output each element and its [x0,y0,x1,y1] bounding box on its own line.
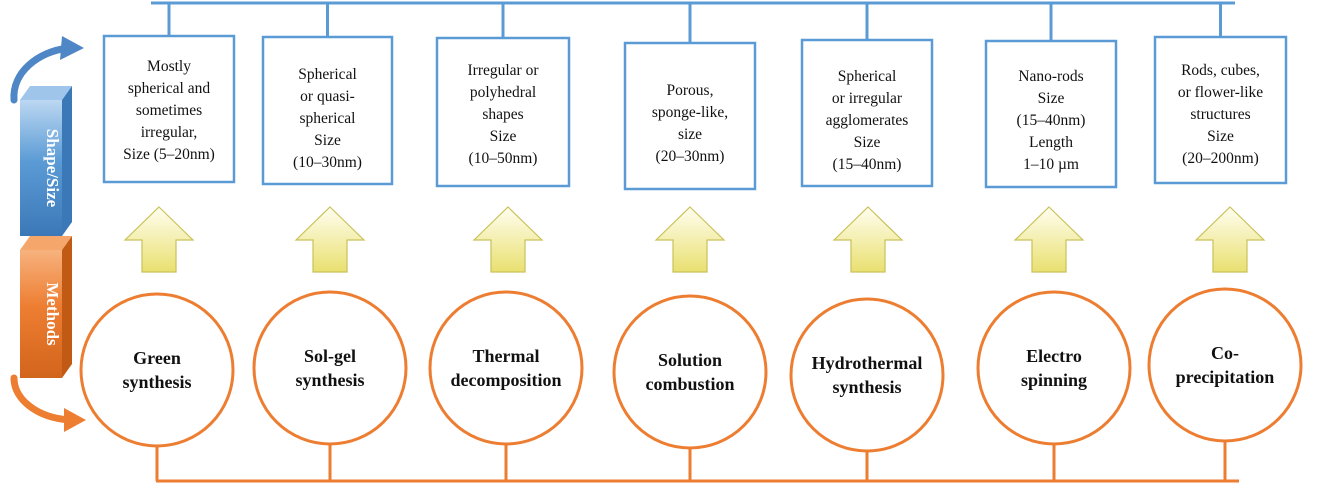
method-name-text: synthesis [832,377,901,397]
shape-size-box: Mostly spherical and sometimes irregular, Si… [102,34,236,184]
top-connector-lines [151,1,1235,43]
shape-size-text: Spherical [298,66,357,83]
curved-arrow-down-icon [10,374,86,432]
shape-size-text: 1–10 µm [1023,156,1079,173]
shape-size-text: (10–30nm) [293,154,362,171]
shape-size-text: Size (5–20nm) [123,146,215,163]
shape-size-text: (20–200nm) [1182,150,1259,167]
methods-label: Methods [43,282,62,346]
method-name-text: Co- [1211,343,1239,363]
shape-size-box: Porous, sponge-like, size (20–30nm) [623,41,757,191]
shape-size-text: (20–30nm) [656,148,725,165]
method-name-text: Green [133,348,181,368]
method-name-text: combustion [645,374,734,394]
shape-size-box: Rods, cubes, or flower-like structuresSize… [1153,35,1288,185]
method-columns: Mostly spherical and sometimes irregular, Si… [79,34,1303,453]
shape-size-text: Porous, [667,82,714,99]
method-column: Mostly spherical and sometimes irregular, Si… [79,34,236,448]
method-name-text: Sol-gel [304,346,356,366]
method-circle: Green synthesis [79,292,235,448]
method-circle: Electro spinning [976,290,1132,446]
shape-size-text: Nano-rods [1018,68,1083,85]
up-arrow-icon [1013,206,1085,273]
method-name-text: synthesis [295,370,364,390]
shape-size-text: or flower-like [1178,84,1263,101]
method-name-text: precipitation [1176,367,1275,387]
up-arrow-icon [294,206,366,273]
shape-size-text: Irregular or [468,62,540,79]
shape-size-text: spherical and [128,80,210,97]
shape-size-text: size [678,126,702,143]
bottom-connector-lines [155,441,1239,483]
shape-size-text: structures [1190,106,1250,123]
shape-size-text: Mostly [147,58,191,75]
shape-size-text: Length [1029,134,1073,151]
shape-size-label-bar: Shape/Size [20,86,72,236]
shape-size-text: polyhedral [470,84,536,101]
shape-size-text: spherical [300,110,356,127]
method-circle: Hydrothermal synthesis [789,297,945,453]
methods-label-bar: Methods [20,236,72,378]
shape-size-text: Size [314,132,341,149]
method-column: Porous, sponge-like, size (20–30nm) Solution… [612,41,768,450]
up-arrow-icon [654,206,726,273]
method-circle: Thermal decomposition [428,290,584,446]
method-name-text: Electro [1026,346,1082,366]
method-circle: Co-precipitation [1147,287,1303,443]
shape-size-text: Size [1207,128,1234,145]
up-arrow-icon [472,206,544,273]
method-name-text: synthesis [122,372,191,392]
method-name-text: Solution [658,350,722,370]
shape-size-text: Size [854,134,881,151]
shape-size-text: Size [490,128,517,145]
method-column: Rods, cubes, or flower-like structuresSize… [1147,35,1303,443]
method-circle: Sol-gel synthesis [252,290,408,446]
shape-size-text: or quasi- [300,88,355,105]
shape-size-text: shapes [482,106,523,123]
shape-size-text: (15–40nm) [833,156,902,173]
shape-size-text: agglomerates [826,112,909,129]
up-arrow-icon [832,206,904,273]
up-arrow-icon [1194,206,1266,273]
shape-size-label: Shape/Size [43,129,62,208]
shape-size-text: irregular, [141,124,198,141]
method-name-text: Hydrothermal [812,353,923,373]
method-circle: Solution combustion [612,294,768,450]
shape-size-text: or irregular [832,90,903,107]
shape-size-text: (10–50nm) [469,150,538,167]
shape-size-text: (15–40nm) [1017,112,1086,129]
shape-size-text: sometimes [136,102,202,119]
method-name-text: Thermal [473,346,540,366]
shape-size-text: Rods, cubes, [1181,62,1260,79]
curved-arrow-up-icon [10,36,84,104]
up-arrow-icon [123,206,195,273]
shape-size-text: Size [1038,90,1065,107]
method-name-text: decomposition [450,370,561,390]
shape-size-text: Spherical [838,68,897,85]
shape-size-text: sponge-like, [652,104,728,121]
method-name-text: spinning [1021,370,1087,390]
